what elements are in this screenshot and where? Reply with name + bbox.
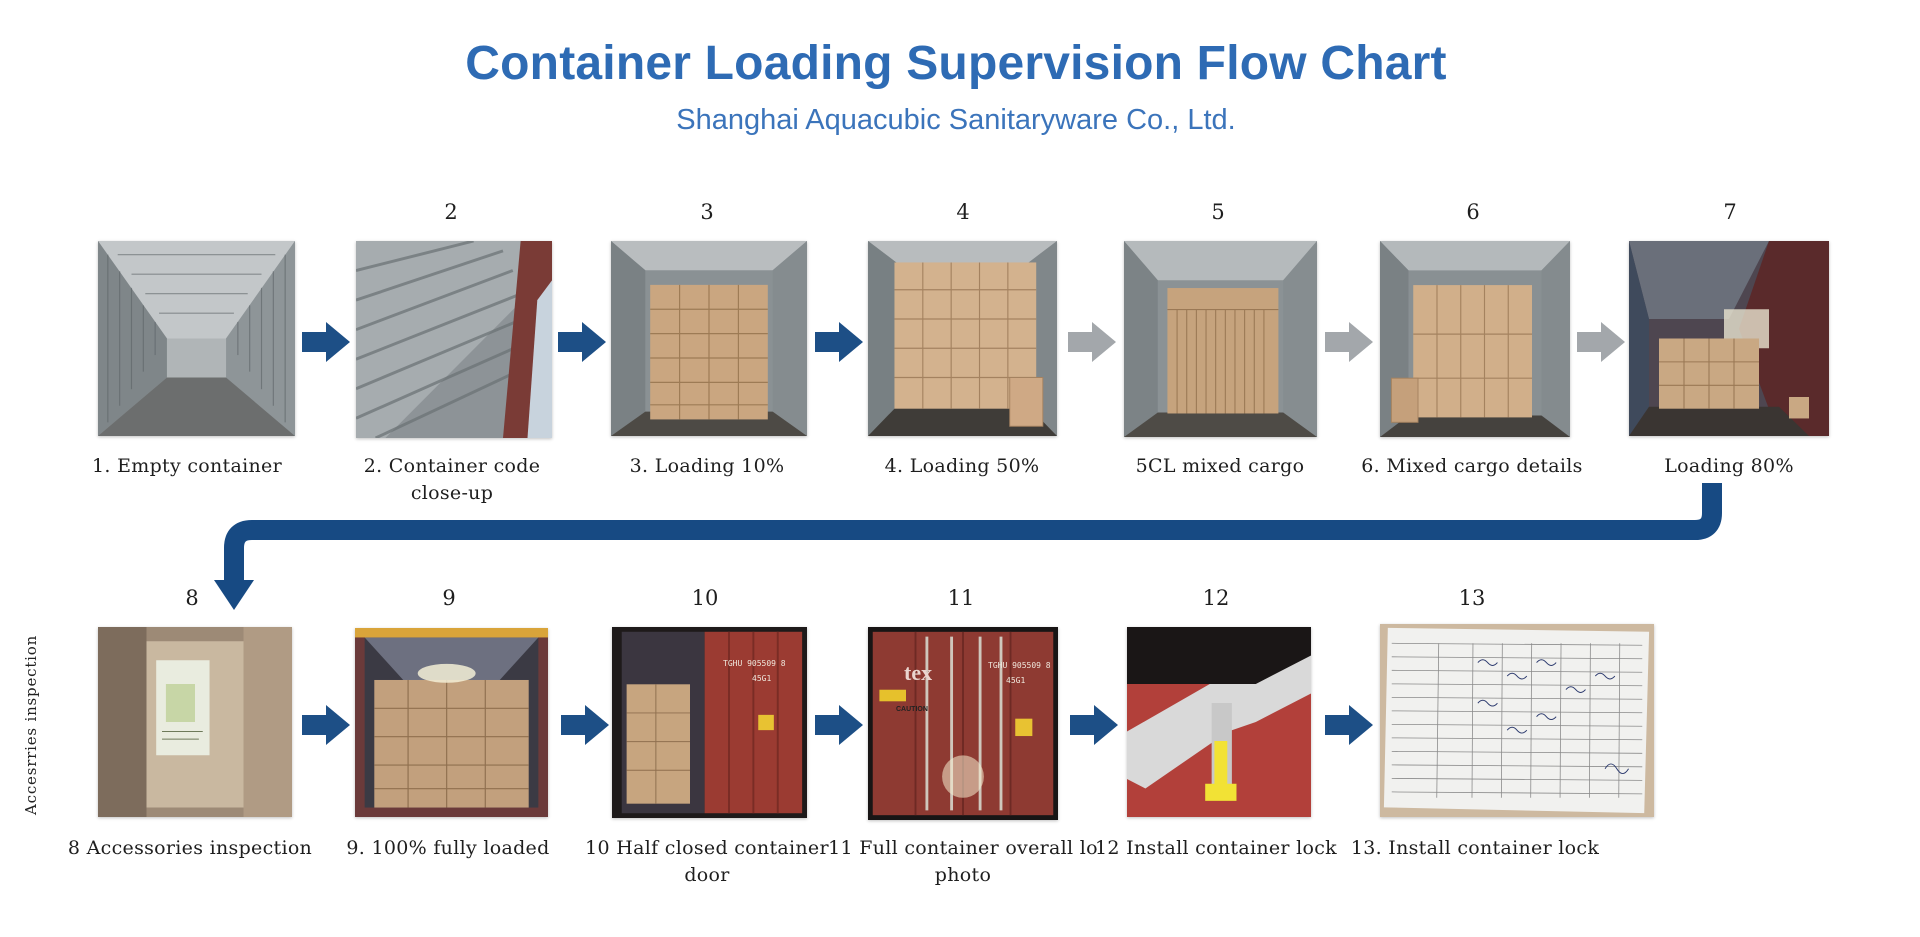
- arrow-right-icon: [1325, 322, 1373, 362]
- arrow-right-icon: [302, 322, 350, 362]
- arrow-right-icon: [1070, 705, 1118, 745]
- step-number-9: 9: [442, 586, 456, 610]
- step-number-8: 8: [185, 586, 199, 610]
- photo-inspection-sheet: [1380, 624, 1654, 817]
- caption-step-4: 4. Loading 50%: [884, 455, 1040, 477]
- arrow-right-icon: [1577, 322, 1625, 362]
- caution-sticker: CAUTION: [896, 706, 928, 713]
- company-name: Shanghai Aquacubic Sanitaryware Co., Ltd…: [676, 104, 1236, 136]
- caption-step-2: 2. Container code close-up: [363, 455, 541, 504]
- step-number-3: 3: [700, 200, 714, 224]
- caption-step-6: 6. Mixed cargo details: [1361, 455, 1583, 477]
- arrow-right-icon: [302, 705, 350, 745]
- photo-container-lock: [1127, 627, 1311, 817]
- caption-step-5: 5CL mixed cargo: [1135, 455, 1305, 477]
- step-number-4: 4: [956, 200, 970, 224]
- photo-accessories-inspection: [98, 627, 292, 817]
- container-code-half: TGHU 905509 8: [723, 659, 786, 668]
- container-type-full: 45G1: [1006, 676, 1026, 685]
- accessories-side-label: Accesrries inspection: [22, 634, 40, 815]
- caption-step-12: 12 Install container lock: [1095, 837, 1337, 859]
- page-title: Container Loading Supervision Flow Chart: [465, 37, 1447, 90]
- caption-step-13: 13. Install container lock: [1350, 837, 1600, 859]
- photo-mixed-cargo: [1124, 241, 1317, 437]
- step-number-12: 12: [1202, 586, 1230, 610]
- arrow-right-icon: [558, 322, 606, 362]
- photo-half-closed-door: [612, 627, 807, 818]
- step-number-6: 6: [1466, 200, 1480, 224]
- step-number-5: 5: [1211, 200, 1225, 224]
- step-number-10: 10: [691, 586, 719, 610]
- container-type-half: 45G1: [752, 674, 772, 683]
- arrow-right-icon: [815, 322, 863, 362]
- arrow-right-icon: [1325, 705, 1373, 745]
- step-number-7: 7: [1723, 200, 1737, 224]
- photo-full-container: [868, 627, 1058, 820]
- container-code-full: TGHU 905509 8: [988, 661, 1051, 670]
- caption-step-11: 11 Full container overall lo photo: [828, 837, 1098, 886]
- caption-step-7: Loading 80%: [1664, 455, 1794, 477]
- caption-step-1: 1. Empty container: [92, 455, 282, 477]
- photo-fully-loaded: [355, 628, 548, 817]
- photo-mixed-cargo-details: [1380, 241, 1570, 437]
- photo-container-code: [356, 241, 552, 438]
- photo-loading-10: [611, 241, 807, 436]
- photo-loading-80: [1629, 241, 1829, 436]
- caption-step-10: 10 Half closed container door: [585, 837, 829, 886]
- photo-loading-50: [868, 241, 1057, 436]
- arrow-right-icon: [1068, 322, 1116, 362]
- brand-logo: tex: [904, 660, 933, 685]
- caption-step-8: 8 Accessories inspection: [67, 837, 313, 859]
- arrow-right-icon: [815, 705, 863, 745]
- step-number-2: 2: [444, 200, 458, 224]
- caption-step-9: 9. 100% fully loaded: [346, 837, 550, 859]
- caption-step-3: 3. Loading 10%: [629, 455, 785, 477]
- step-number-13: 13: [1458, 586, 1486, 610]
- arrow-right-icon: [561, 705, 609, 745]
- photo-empty-container: [98, 241, 295, 436]
- step-number-11: 11: [947, 586, 975, 610]
